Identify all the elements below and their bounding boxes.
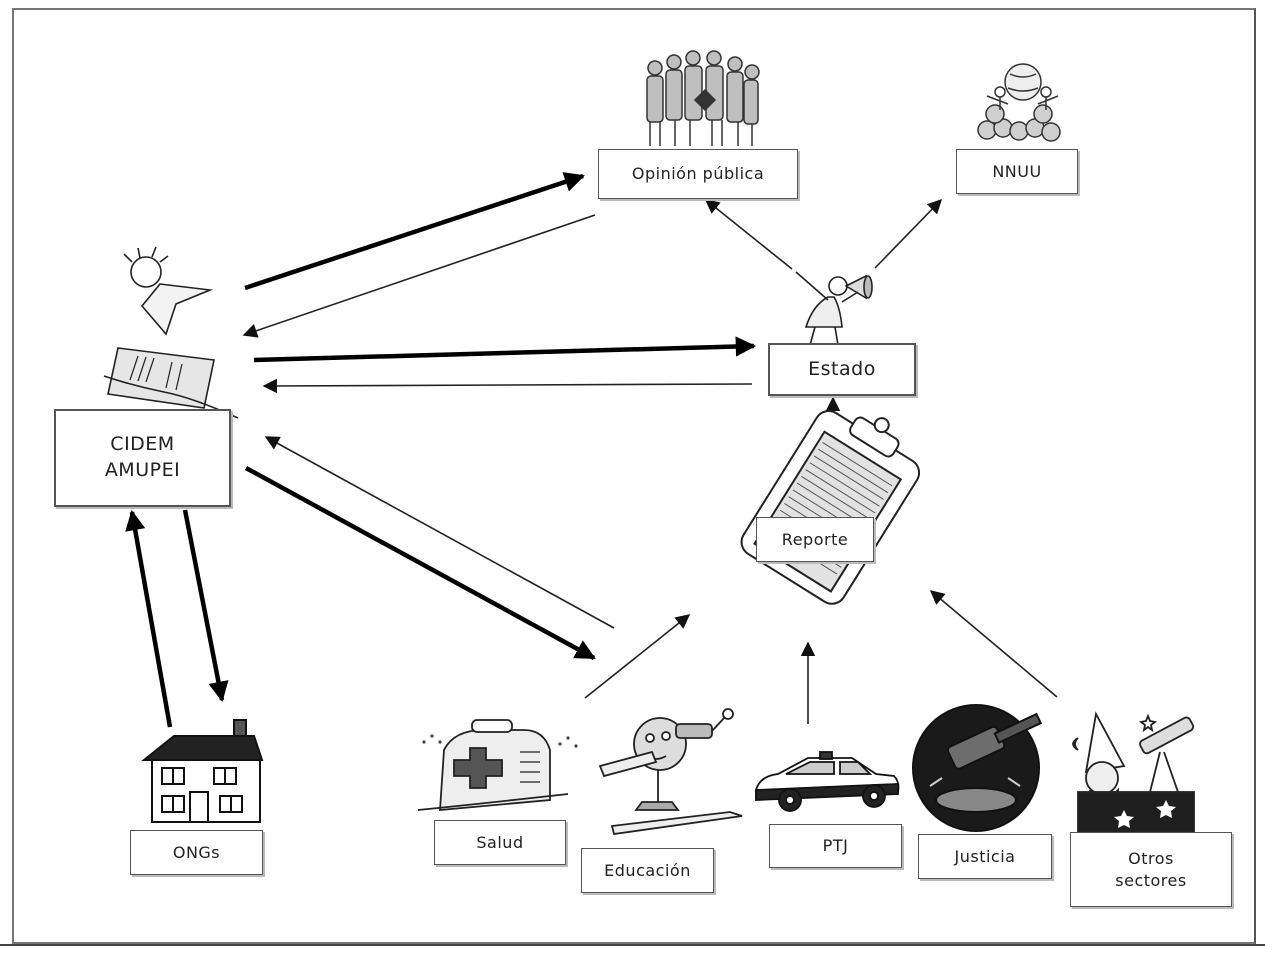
node-label: ONGs xyxy=(172,842,221,862)
gavel-icon xyxy=(912,704,1043,832)
node-ongs: ONGs xyxy=(130,830,263,875)
arrow-cidem-to-salud xyxy=(244,466,596,660)
bottom-rule xyxy=(0,944,1265,946)
arrow-estado-to-nnuu xyxy=(874,198,943,269)
arrow-ongs-to-cidem xyxy=(125,510,173,728)
arrow-otros-to-reporte xyxy=(929,590,1058,698)
node-cidem-amupei: CIDEM AMUPEI xyxy=(54,409,231,507)
node-otros-sectores: Otros sectores xyxy=(1070,832,1232,907)
arrow-cidem-to-ongs xyxy=(182,509,229,702)
node-label: Justicia xyxy=(954,846,1016,866)
node-educacion: Educación xyxy=(581,848,714,893)
node-label: CIDEM AMUPEI xyxy=(104,433,181,481)
first-aid-kit-icon xyxy=(417,719,578,811)
globe-people-icon xyxy=(977,63,1061,142)
crowd-icon xyxy=(646,50,760,146)
arrow-cidem-to-estado xyxy=(253,336,757,363)
arrow-salud-to-cidem xyxy=(264,436,615,629)
node-label: Educación xyxy=(604,860,691,880)
node-label: Salud xyxy=(476,832,524,852)
arrow-cidem-to-opinion xyxy=(244,172,585,291)
node-ptj: PTJ xyxy=(769,824,902,868)
clipboard-icon xyxy=(740,410,921,605)
node-reporte: Reporte xyxy=(756,517,874,562)
node-label: Opinión pública xyxy=(631,164,765,184)
wizard-telescope-icon xyxy=(1072,711,1195,833)
node-label: Otros sectores xyxy=(1115,848,1187,890)
newspaper-reader-icon xyxy=(103,246,239,419)
node-salud: Salud xyxy=(434,820,566,865)
arrow-salud-to-reporte xyxy=(584,614,691,699)
police-car-icon xyxy=(755,751,900,812)
node-opinion-publica: Opinión pública xyxy=(598,149,798,199)
node-label: PTJ xyxy=(822,836,849,856)
pencil-sharpener-icon xyxy=(598,708,743,836)
diagram-frame xyxy=(12,8,1256,944)
arrow-estado-to-cidem xyxy=(262,378,753,394)
megaphone-man-icon xyxy=(795,271,873,346)
node-label: Estado xyxy=(808,357,876,380)
arrow-opinion-to-cidem xyxy=(242,214,596,338)
node-nnuu: NNUU xyxy=(956,149,1078,194)
node-estado: Estado xyxy=(768,343,916,396)
arrows xyxy=(125,172,1058,728)
arrow-estado-to-opinion xyxy=(704,199,793,270)
node-label: Reporte xyxy=(781,529,849,549)
house-icon xyxy=(141,719,264,823)
node-label: NNUU xyxy=(992,161,1042,181)
node-justicia: Justicia xyxy=(918,834,1052,879)
